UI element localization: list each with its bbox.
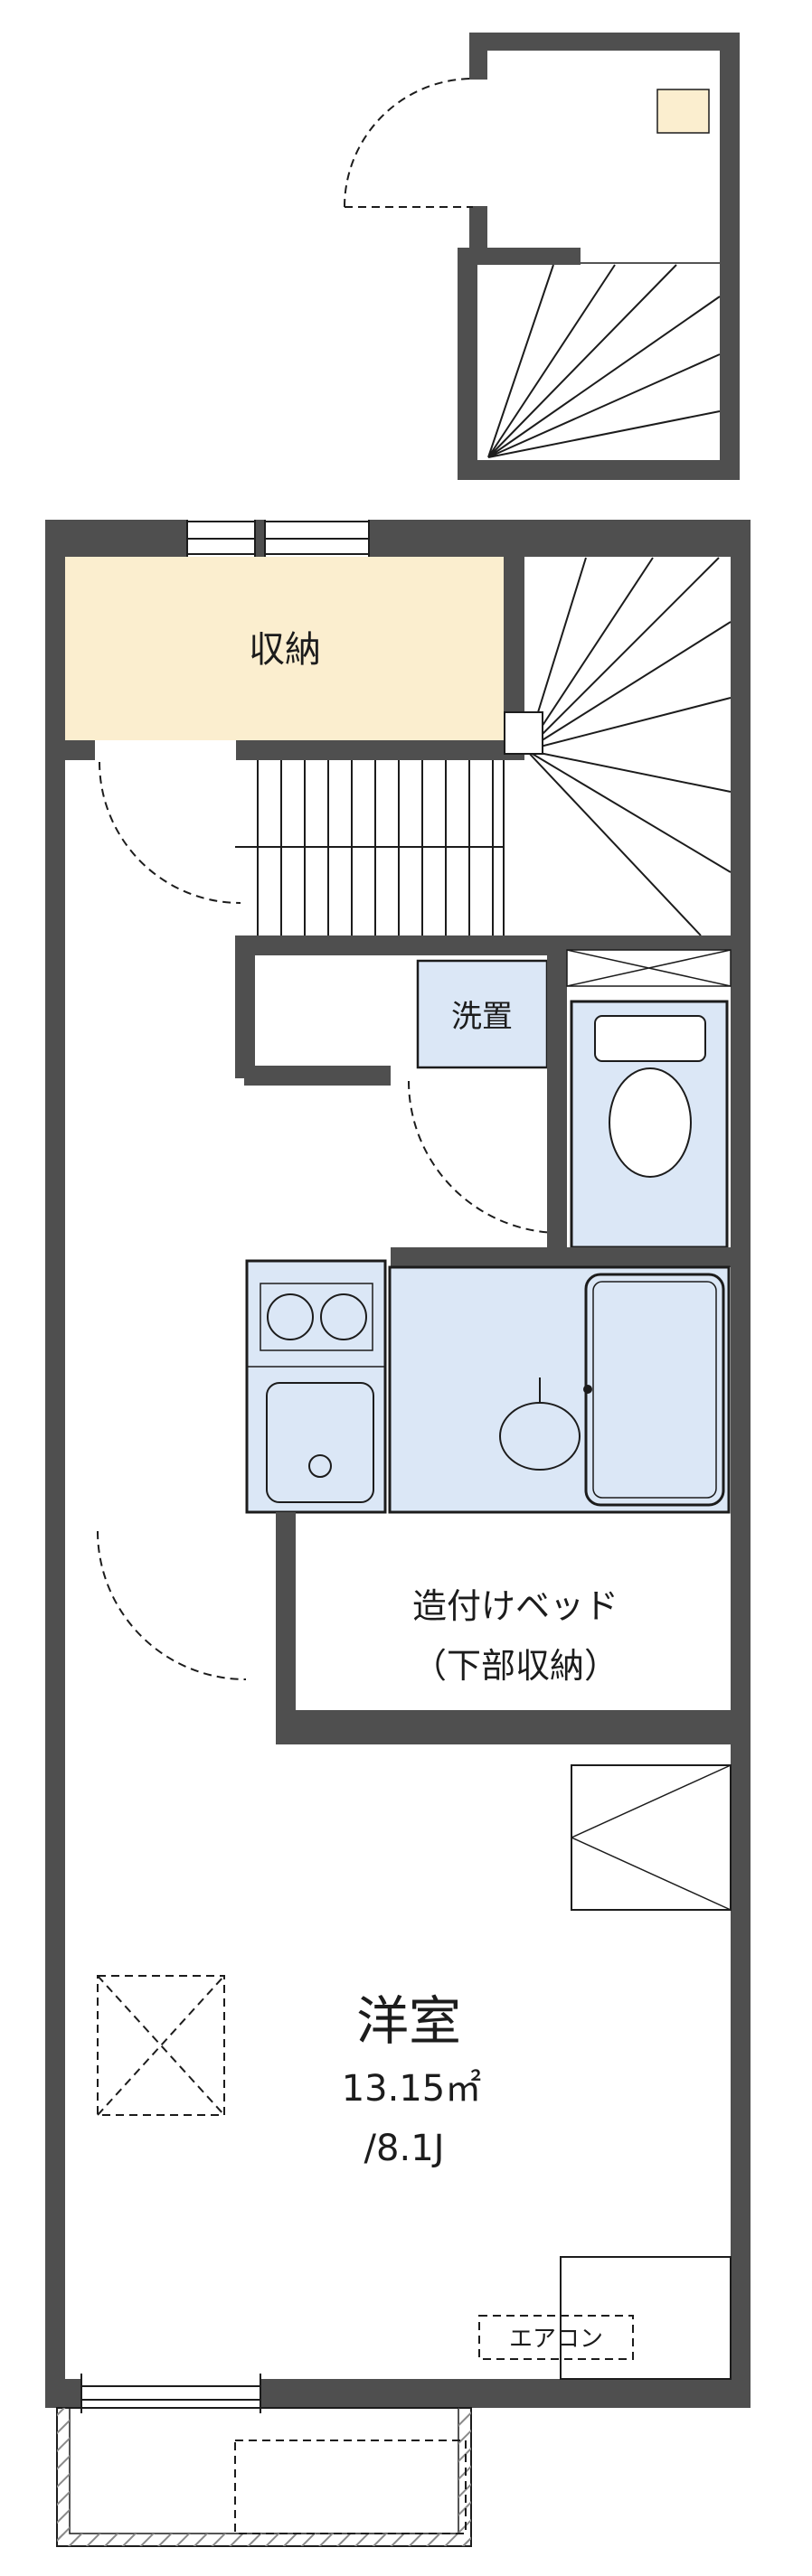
bathroom (388, 1265, 731, 1514)
storage-wall-bottom-left (45, 740, 95, 760)
balcony-window (80, 2374, 261, 2413)
western-room: 洋室 13.15㎡ /8.1J エアコン (97, 1764, 732, 2380)
hatch-box-dashed (97, 1975, 225, 2116)
entry-wall-left-stub (469, 33, 487, 80)
outer-wall-top (45, 520, 751, 557)
balcony-rail-outer (56, 2407, 472, 2547)
balcony-rail-hatch-bottom (57, 2534, 471, 2546)
room-name-label: 洋室 (356, 1990, 461, 2052)
window-1-frame (186, 520, 256, 557)
entry-wall-mid-stub (458, 248, 581, 265)
entry-shoe-box (656, 89, 710, 134)
room-area-tatami: /8.1J (364, 2128, 445, 2169)
balcony-rail-hatch-right (458, 2408, 471, 2546)
door-swings (97, 761, 562, 1680)
balcony-window-frame (80, 2374, 261, 2413)
storage-floor (65, 557, 504, 740)
outer-wall-left (45, 520, 65, 2408)
entry-door-swing (344, 78, 474, 208)
closet-folding-unit (571, 1764, 732, 1911)
built-in-bed: 造付けベッド （下部収納） (276, 1512, 751, 1744)
lavatory-door-arc (408, 1080, 562, 1234)
north-windows (186, 520, 370, 557)
entry-stair-wall-left (458, 248, 477, 480)
corridor-wall-stub-horizontal (244, 1066, 391, 1086)
balcony-rail-inner (69, 2408, 459, 2534)
stair-rail-line (235, 760, 505, 935)
bed-wall-left (276, 1512, 296, 1710)
laundry-area: 洗置 (416, 955, 567, 1267)
entry-stairwell-block (344, 33, 740, 480)
room-area-sqm: 13.15㎡ (342, 2068, 482, 2110)
toilet-room (391, 949, 751, 1267)
balcony-window-gap (81, 2379, 260, 2408)
stair-newel-post (504, 711, 543, 755)
storage-room: 収納 (45, 520, 524, 760)
kitchen-sink (266, 1382, 374, 1503)
laundry-toilet-wall (547, 955, 567, 1267)
window-2-frame (264, 520, 370, 557)
storage-wall-bottom-right (236, 740, 524, 760)
stove-burner-left (267, 1293, 314, 1340)
hatch-box-cross (97, 1975, 225, 2116)
storage-label: 収納 (249, 629, 321, 671)
kitchen (245, 1259, 387, 1514)
bed-wall-bottom (276, 1710, 751, 1744)
balcony (56, 2407, 472, 2547)
storage-door-arc (99, 761, 241, 904)
toilet-window-cross (566, 949, 732, 987)
corridor-wall-stub-vertical (235, 955, 255, 1078)
toilet-bowl (609, 1067, 692, 1178)
closet-folding-lines (571, 1764, 732, 1911)
bed-label-line1: 造付けベッド (412, 1586, 618, 1626)
entry-wall-left-mid (469, 206, 487, 248)
bed-label-line2: （下部収納） (412, 1646, 618, 1686)
bathroom-floor (388, 1265, 731, 1514)
aircon-box (478, 2315, 634, 2360)
corridor-walls (235, 955, 391, 1086)
aircon-label: エアコン (509, 2326, 603, 2353)
sink-drain (308, 1454, 332, 1478)
laundry-label: 洗置 (451, 999, 513, 1035)
balcony-hatch-area (234, 2440, 467, 2534)
stove-frame (260, 1283, 373, 1351)
entry-winder-stairs (487, 264, 721, 458)
entry-wall-right (720, 33, 740, 480)
outer-wall-right (731, 520, 751, 2408)
ac-niche (560, 2256, 732, 2380)
storage-wall-right (504, 520, 524, 760)
entry-door-arc (344, 78, 474, 208)
entry-wall-bottom (458, 460, 740, 480)
bath-door-knob (583, 1385, 592, 1394)
stair-winders (525, 557, 732, 936)
balcony-rail-hatch-left (57, 2408, 70, 2546)
toilet-wall-bottom (391, 1247, 751, 1267)
entry-wall-top (471, 33, 740, 51)
main-unit-outline (45, 520, 751, 2408)
room-door-arc (97, 1530, 247, 1680)
stove-burner-right (320, 1293, 367, 1340)
toilet-tank (594, 1015, 706, 1062)
bathtub-inner (592, 1281, 717, 1499)
